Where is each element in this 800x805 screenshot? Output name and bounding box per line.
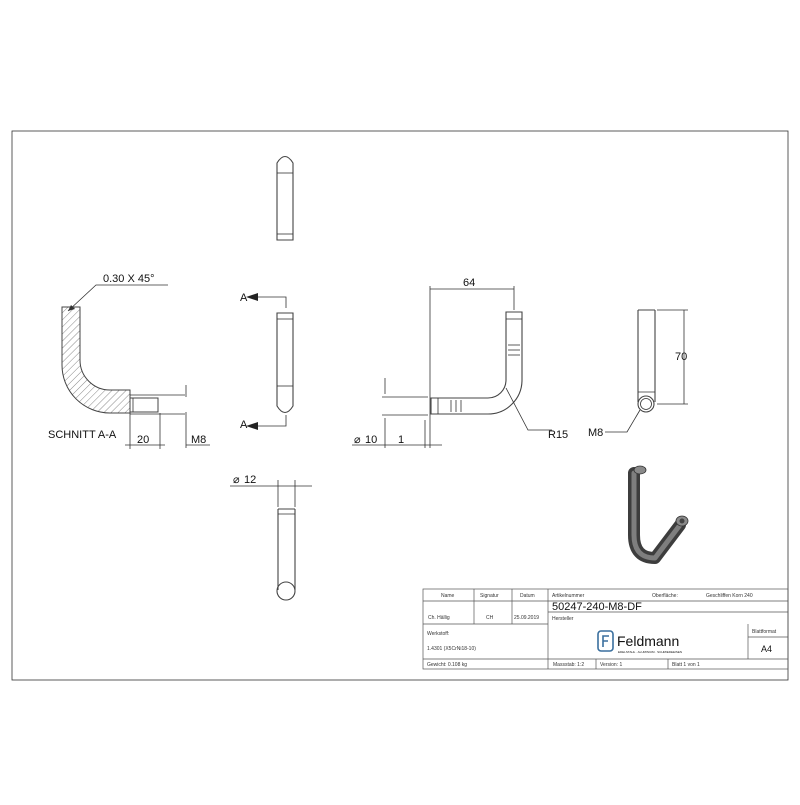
tb-value-date: 25.09.2019 [514,615,539,621]
section-arrow-top [246,293,258,301]
tb-header-surface: Oberfläche: [652,593,678,599]
tb-value-format: A4 [761,644,772,654]
logo-wordmark: Feldmann [617,633,679,649]
thread-bore [129,397,159,413]
thread-circle [637,395,655,413]
section-marker-bottom: A [240,419,248,431]
isometric-render [628,465,689,564]
tb-header-format: Blattformat [752,629,777,635]
side-view [352,286,552,448]
section-hatch [61,306,131,414]
title-block [422,588,789,670]
tb-header-material: Werkstoff: [427,631,449,637]
right-view [605,309,688,433]
dim-1: 1 [398,434,404,446]
dim-d10-symbol: ⌀ [354,434,361,446]
dim-64: 64 [463,277,475,289]
section-view [61,284,210,449]
tb-header-manufacturer: Hersteller [552,616,574,622]
bottom-view [230,480,312,601]
dim-20: 20 [137,434,149,446]
chamfer-note: 0.30 X 45° [103,273,155,285]
dim-m8-side: M8 [588,427,603,439]
section-marker-top: A [240,292,248,304]
dim-d12: 12 [244,474,256,486]
tb-article-number: 50247-240-M8-DF [552,601,642,613]
chamfer-leader [67,284,168,312]
dim-r15: R15 [548,429,568,441]
m8-leader [605,409,641,433]
bar-end-circle [276,581,296,601]
tb-header-signature: Signatur [480,593,499,599]
sheet-border [11,130,789,681]
tb-header-name: Name [441,593,455,599]
top-view [276,155,294,241]
tb-header-date: Datum [520,593,535,599]
section-arrow-bottom [246,422,258,430]
feldmann-logo [597,630,614,652]
tb-weight: Gewicht: 0.108 kg [427,662,467,668]
dim-d12-symbol: ⌀ [233,474,240,486]
tb-value-name: Ch. Hällig [428,615,450,621]
dim-d10: 10 [365,434,377,446]
tb-sheet: Blatt 1 von 1 [672,662,700,668]
tb-version: Version: 1 [600,662,622,668]
r15-leader [505,387,552,431]
dim-70: 70 [675,351,687,363]
tb-scale: Massstab: 1:2 [553,662,584,668]
tb-header-article: Artikelnummer [552,593,585,599]
logo-tagline: EDELSTAHL · ALUMINIUM · SCHMIEDEEISEN [618,650,682,654]
dim-m8-section: M8 [191,434,206,446]
section-label: SCHNITT A-A [48,429,117,441]
tb-value-surface: Geschliffen Korn 240 [706,593,753,599]
front-view [246,293,294,430]
tb-value-signature: CH [486,615,494,621]
tb-value-material: 1.4301 (X5CrNi18-10) [427,646,476,652]
